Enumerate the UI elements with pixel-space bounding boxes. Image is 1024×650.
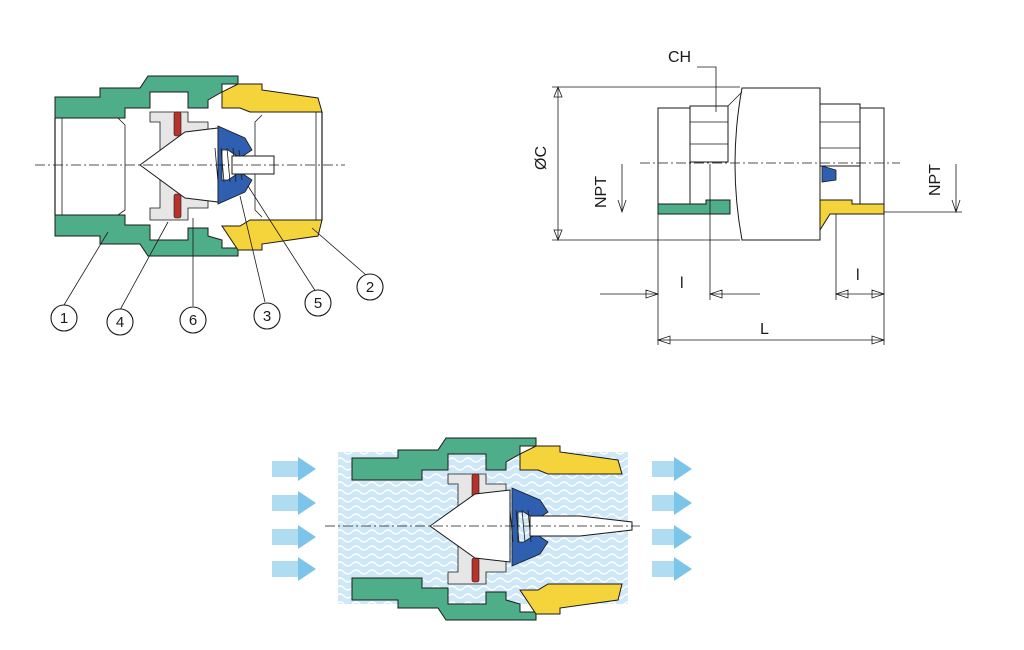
flow-arrows-inlet	[272, 457, 316, 581]
callout-6-label: 6	[189, 312, 197, 329]
flow-arrow-icon	[652, 491, 692, 515]
callout-6: 6	[179, 306, 207, 334]
dim-npt-left: NPT	[593, 176, 610, 208]
valve-body-top	[54, 75, 239, 119]
seal-section	[821, 165, 837, 183]
flow-arrow-icon	[272, 457, 316, 481]
callout-3: 3	[253, 302, 281, 330]
flow-gasket-bottom	[471, 557, 480, 583]
right-hex	[819, 103, 861, 167]
flow-nut-bottom	[519, 583, 623, 615]
union-nut-top	[221, 83, 323, 113]
flow-seal-seat	[511, 487, 549, 567]
callout-4-label: 4	[116, 314, 124, 331]
callout-5: 5	[304, 289, 332, 317]
right-pipe-end	[859, 107, 885, 213]
flow-body-top	[351, 437, 537, 481]
body-cylinder	[734, 87, 821, 241]
flow-arrow-icon	[652, 457, 692, 481]
flow-nut-top	[519, 445, 623, 475]
dim-diameter: ØC	[533, 146, 550, 170]
nut-section-lower	[819, 199, 885, 232]
gasket-top	[173, 111, 182, 137]
flow-arrow-icon	[272, 557, 316, 581]
union-nut-bottom	[221, 219, 323, 251]
seal-seat	[217, 125, 253, 205]
callout-1: 1	[50, 304, 78, 332]
left-pipe-end	[657, 107, 691, 213]
flow-body-bottom	[351, 577, 537, 621]
callouts: 1 4 6 3 5 2	[50, 273, 384, 336]
left-hex	[689, 105, 729, 163]
flow-arrow-icon	[272, 491, 316, 515]
dim-ch: CH	[668, 49, 691, 66]
dim-l-right: l	[856, 267, 860, 284]
flow-arrow-icon	[272, 525, 316, 549]
flow-arrow-icon	[652, 557, 692, 581]
dim-l-left: l	[680, 275, 684, 292]
callout-2-label: 2	[366, 279, 374, 296]
callout-3-label: 3	[263, 308, 271, 325]
section-view	[35, 75, 367, 311]
flow-view	[325, 437, 640, 621]
dim-l-total: L	[760, 321, 769, 338]
callout-4: 4	[106, 308, 134, 336]
callout-2: 2	[356, 273, 384, 301]
callout-5-label: 5	[314, 295, 322, 312]
flow-arrow-icon	[652, 525, 692, 549]
valve-body-bottom	[54, 214, 239, 257]
dim-npt-right: NPT	[927, 164, 944, 196]
callout-1-label: 1	[60, 310, 68, 327]
dimension-view	[552, 66, 962, 345]
flow-arrows-outlet	[652, 457, 692, 581]
gasket-bottom	[173, 193, 182, 219]
